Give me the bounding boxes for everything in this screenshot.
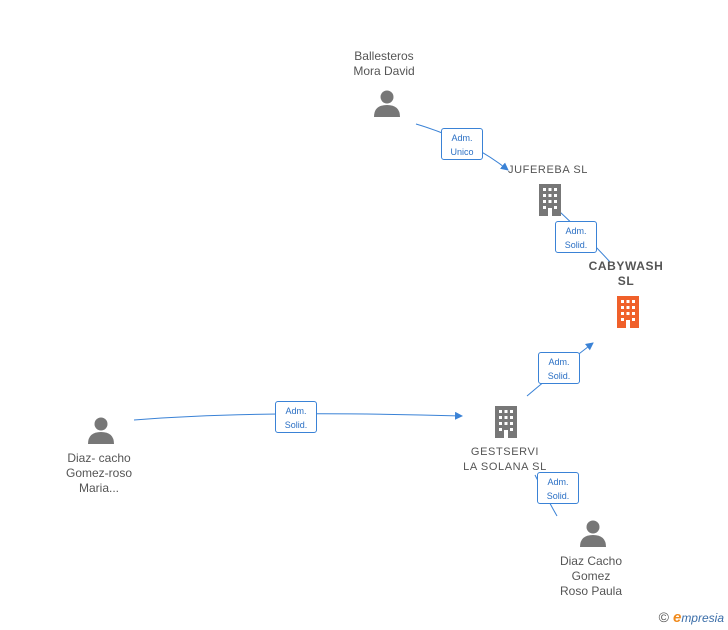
node-label-ballesteros[interactable]: Ballesteros Mora David	[353, 49, 415, 78]
brand-name: mpresia	[681, 611, 724, 625]
building-icon[interactable]	[612, 294, 644, 335]
brand-initial: e	[672, 609, 682, 626]
copyright-symbol: ©	[658, 609, 669, 625]
person-icon[interactable]	[86, 415, 116, 450]
node-label-cabywash[interactable]: CABYWASH SL	[588, 259, 664, 288]
node-label-diaz-maria[interactable]: Diaz- cacho Gomez-roso Maria...	[65, 451, 133, 495]
person-icon[interactable]	[372, 88, 402, 123]
node-label-gestservi[interactable]: GESTSERVI LA SOLANA SL	[463, 446, 547, 473]
edge-role-badge[interactable]: Adm. Unico	[441, 128, 483, 160]
edge-role-badge[interactable]: Adm. Solid.	[275, 401, 317, 433]
node-label-diaz-paula[interactable]: Diaz Cacho Gomez Roso Paula	[559, 554, 623, 598]
person-icon[interactable]	[578, 518, 608, 553]
edge-role-badge[interactable]: Adm. Solid.	[538, 352, 580, 384]
edge-role-badge[interactable]: Adm. Solid.	[555, 221, 597, 253]
node-label-jufereba[interactable]: JUFEREBA SL	[508, 164, 588, 176]
empresia-watermark: ©empresia	[659, 609, 724, 626]
edge-role-badge[interactable]: Adm. Solid.	[537, 472, 579, 504]
building-icon[interactable]	[535, 182, 565, 223]
building-icon[interactable]	[491, 404, 521, 445]
